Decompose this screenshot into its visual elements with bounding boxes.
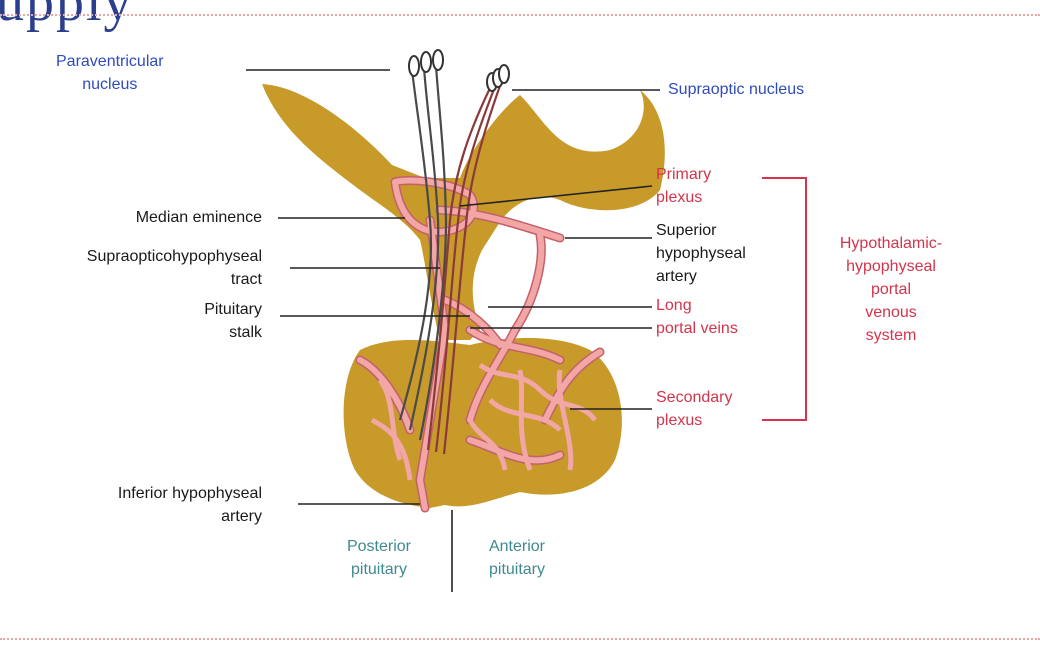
median-eminence-label: Median eminence — [135, 209, 262, 226]
supraopticohypophyseal-tract-label: Supraopticohypophyseal tract — [86, 248, 262, 288]
pituitary-stalk-label: Pituitary stalk — [204, 301, 262, 341]
long-portal-veins-label: Long portal veins — [656, 297, 738, 337]
inferior-hypophyseal-artery-label: Inferior hypophyseal artery — [117, 485, 262, 525]
paraventricular-nucleus-label: Paraventricular nucleus — [56, 53, 164, 93]
leader-lines — [246, 69, 660, 592]
slide-title-fragment: upply — [0, 0, 134, 33]
pituitary-gland — [343, 338, 622, 508]
posterior-pituitary-label: Posterior pituitary — [346, 538, 412, 578]
top-dotted-divider — [0, 14, 1040, 16]
portal-venous-system-label: Hypothalamic- hypophyseal portal venous … — [839, 235, 943, 344]
primary-plexus-label: Primary plexus — [656, 166, 712, 206]
supraoptic-nucleus-label: Supraoptic nucleus — [668, 81, 805, 98]
superior-hypophyseal-artery-label: Superior hypophyseal artery — [656, 222, 746, 285]
bottom-dotted-divider — [0, 638, 1040, 640]
anterior-pituitary-label: Anterior pituitary — [488, 538, 546, 578]
portal-system-bracket — [762, 177, 807, 421]
neuron-cell-bodies — [408, 49, 510, 92]
secondary-plexus-label: Secondary plexus — [656, 389, 733, 429]
nerve-tract-fibers — [398, 65, 504, 455]
